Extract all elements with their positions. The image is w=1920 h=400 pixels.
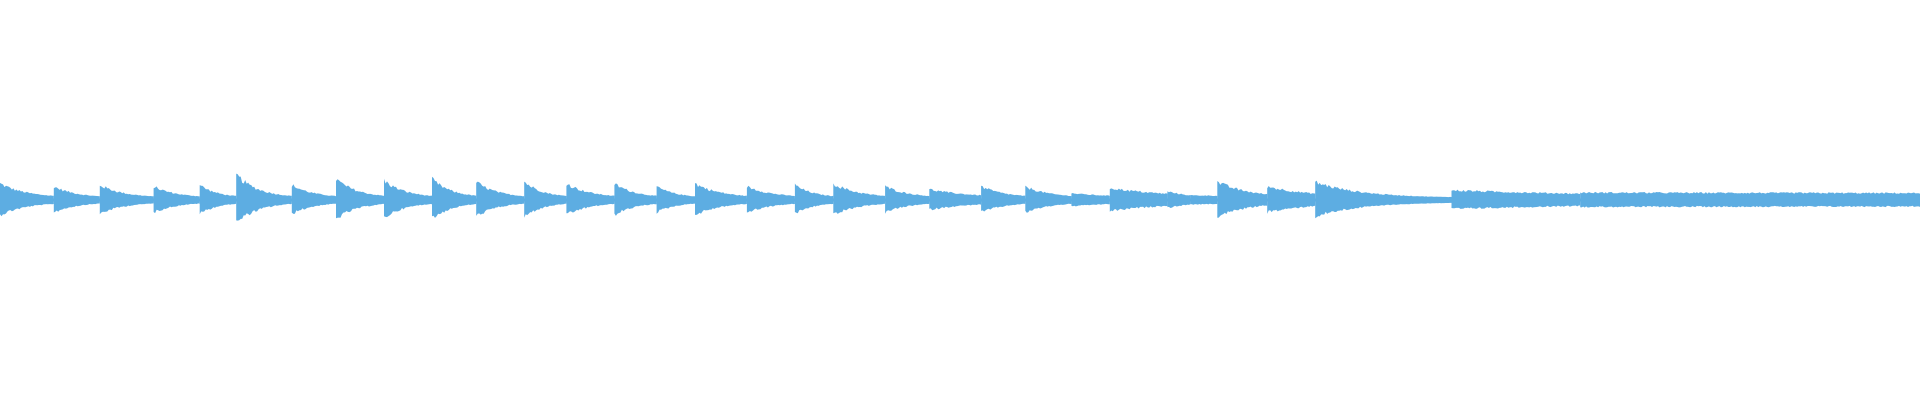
waveform-segment-15 — [695, 183, 747, 215]
waveform-segment-23 — [1071, 193, 1110, 207]
waveform-segment-24 — [1109, 188, 1168, 212]
waveform-segment-8 — [384, 178, 432, 218]
waveform-segment-13 — [614, 183, 657, 216]
waveform-segment-17 — [794, 183, 834, 214]
waveform-segment-7 — [336, 179, 384, 219]
waveform-segment-30 — [1451, 189, 1581, 209]
waveform-segment-4 — [199, 185, 237, 215]
waveform-segment-21 — [981, 185, 1026, 212]
waveform-segment-12 — [566, 184, 615, 214]
waveform-segment-20 — [929, 188, 982, 211]
waveform-segment-18 — [833, 183, 886, 214]
waveform-segment-28 — [1267, 186, 1316, 214]
waveform-segment-29 — [1315, 180, 1452, 219]
waveform-segment-6 — [291, 184, 336, 214]
waveform-segment-27 — [1217, 181, 1268, 218]
waveform-segment-22 — [1025, 185, 1072, 213]
waveform-segment-2 — [99, 185, 154, 215]
waveform-segment-10 — [476, 181, 525, 216]
waveform-segment-9 — [432, 176, 477, 218]
waveform-segment-0 — [0, 182, 54, 217]
waveform-segment-16 — [746, 185, 795, 213]
waveform-shape-group — [0, 173, 1920, 221]
waveform-segment-25 — [1167, 191, 1191, 208]
waveform-segment-14 — [656, 186, 695, 214]
waveform-segment-1 — [53, 187, 100, 213]
waveform-segment-31 — [1580, 191, 1920, 208]
waveform-segment-3 — [153, 186, 200, 214]
waveform-segment-5 — [236, 173, 292, 221]
waveform-segment-26 — [1190, 195, 1218, 205]
waveform-segment-11 — [524, 181, 567, 218]
waveform-segment-19 — [885, 185, 930, 214]
